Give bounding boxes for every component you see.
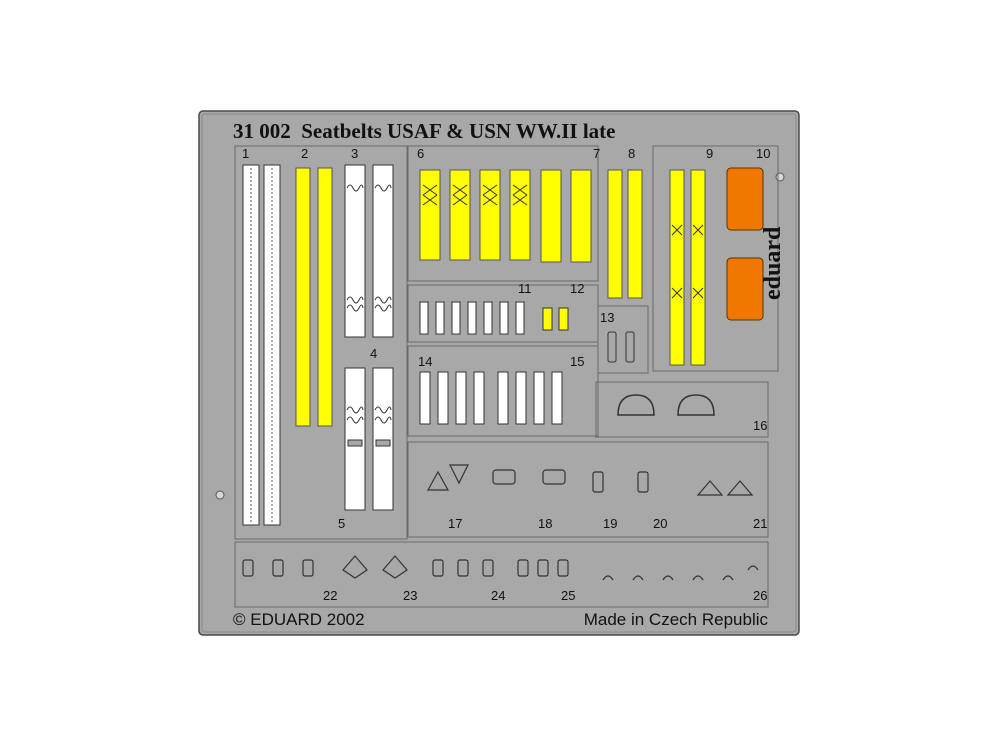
part-7-yellow-belts [540,169,592,263]
bay-parts-17-21 [407,441,769,538]
part-2-yellow-belts [295,167,333,427]
part-4-white-belts [344,367,394,511]
part-number-18: 18 [538,516,552,531]
part-number-25: 25 [561,588,575,603]
part-number-12: 12 [570,281,584,296]
part-number-19: 19 [603,516,617,531]
bay-parts-6-12 [407,145,599,282]
part-number-23: 23 [403,588,417,603]
part-1-white-belts [242,164,281,526]
part-number-20: 20 [653,516,667,531]
fret-inner-edge [201,113,797,633]
part-number-7: 7 [593,146,600,161]
part-14-straps [419,371,485,425]
part-number-3: 3 [351,146,358,161]
bay-parts-16 [595,381,769,438]
part-number-2: 2 [301,146,308,161]
photo-etch-fret: 31 002 Seatbelts USAF & USN WW.II late [198,110,800,636]
bay-parts-22-26 [234,541,769,608]
part-12-small-yellow-straps [542,307,569,331]
part-number-11: 11 [518,281,532,296]
origin-text: Made in Czech Republic [584,610,769,629]
part-number-1: 1 [242,146,249,161]
part-number-5: 5 [338,516,345,531]
mount-hole-top [775,172,785,182]
part-number-4: 4 [370,346,377,361]
part-number-6: 6 [417,146,424,161]
part-10-orange-pads [726,167,764,321]
part-number-10: 10 [756,146,770,161]
part-8-yellow-belts [607,169,643,299]
eduard-logo: eduard [760,226,786,300]
part-6-yellow-belts [419,169,531,261]
part-3-white-belts [344,164,394,338]
sheet-title: 31 002 Seatbelts USAF & USN WW.II late [233,119,616,143]
copyright-text: © EDUARD 2002 [233,610,365,629]
part-number-9: 9 [706,146,713,161]
part-9-yellow-belts [669,169,706,366]
part-number-16: 16 [753,418,767,433]
bay-parts-14-15 [407,345,599,437]
parts-17-21-buckles [426,464,754,496]
parts-22-26-hardware [242,555,759,581]
part-number-21: 21 [753,516,767,531]
part-number-17: 17 [448,516,462,531]
bay-parts-9-10 [652,145,779,372]
bay-parts-13 [597,305,649,374]
mount-hole-left [215,490,225,500]
part-number-26: 26 [753,588,767,603]
part-number-24: 24 [491,588,505,603]
part-16-harness-buckles [617,394,715,416]
part-number-22: 22 [323,588,337,603]
part-13-buckles [607,331,635,363]
part-number-8: 8 [628,146,635,161]
part-number-13: 13 [600,310,614,325]
part-number-15: 15 [570,354,584,369]
bay-parts-1-5 [234,145,408,540]
part-15-straps [497,371,563,425]
part-11-small-straps [419,301,525,335]
part-number-14: 14 [418,354,432,369]
